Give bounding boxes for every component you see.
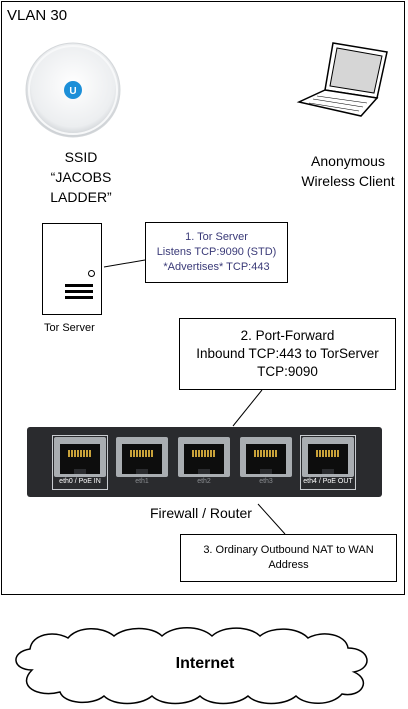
router-port-eth3: eth3	[240, 437, 292, 488]
router-port-eth0: eth0 / PoE IN	[52, 435, 108, 490]
svg-text:U: U	[69, 86, 76, 97]
internet-cloud-icon	[15, 627, 368, 705]
tor-server-label: Tor Server	[44, 322, 95, 334]
callout-line: Inbound TCP:443 to TorServer	[196, 346, 379, 361]
nat-callout: 3. Ordinary Outbound NAT to WAN Address	[180, 534, 397, 582]
wireless-client-label: Anonymous Wireless Client	[294, 151, 402, 191]
router-port-eth1: eth1	[116, 437, 168, 488]
router-port-eth4: eth4 / PoE OUT	[300, 435, 356, 490]
client-label-line: Anonymous	[311, 153, 385, 169]
server-vent	[65, 290, 93, 293]
server-power-led	[88, 270, 95, 277]
vlan-label: VLAN 30	[7, 7, 68, 24]
port-forward-callout: 2. Port-Forward Inbound TCP:443 to TorSe…	[179, 318, 396, 390]
port-label: eth3	[259, 478, 273, 485]
port-label: eth1	[135, 478, 149, 485]
router-device: eth0 / PoE IN eth1 eth2 eth3 eth4 / PoE …	[27, 427, 382, 497]
laptop-icon	[296, 42, 388, 117]
callout-line: Address	[268, 559, 309, 571]
ssid-line: LADDER”	[50, 189, 112, 205]
ssid-label: SSID “JACOBS LADDER”	[36, 147, 126, 207]
server-icon	[42, 223, 102, 315]
port-label: eth2	[197, 478, 211, 485]
port-label: eth4 / PoE OUT	[303, 478, 353, 485]
port-forward-connector	[232, 389, 263, 427]
nat-connector	[257, 503, 286, 535]
callout-line: *Advertises* TCP:443	[163, 261, 270, 273]
client-label-line: Wireless Client	[301, 173, 395, 189]
tor-callout-connector	[103, 259, 146, 268]
router-port-eth2: eth2	[178, 437, 230, 488]
server-vent	[65, 284, 93, 287]
callout-line: 2. Port-Forward	[240, 328, 335, 343]
tor-server-callout: 1. Tor Server Listens TCP:9090 (STD) *Ad…	[145, 222, 288, 283]
callout-line: 1. Tor Server	[185, 231, 248, 243]
access-point-icon: U	[25, 42, 121, 138]
ssid-line: “JACOBS	[50, 169, 112, 185]
internet-label: Internet	[175, 655, 235, 672]
vlan-boundary	[1, 1, 405, 595]
server-vent	[65, 296, 93, 299]
callout-line: 3. Ordinary Outbound NAT to WAN	[203, 544, 374, 556]
callout-line: TCP:9090	[257, 364, 318, 379]
port-label: eth0 / PoE IN	[59, 478, 101, 485]
callout-line: Listens TCP:9090 (STD)	[156, 246, 277, 258]
router-label: Firewall / Router	[150, 505, 252, 521]
ssid-line: SSID	[64, 149, 98, 165]
